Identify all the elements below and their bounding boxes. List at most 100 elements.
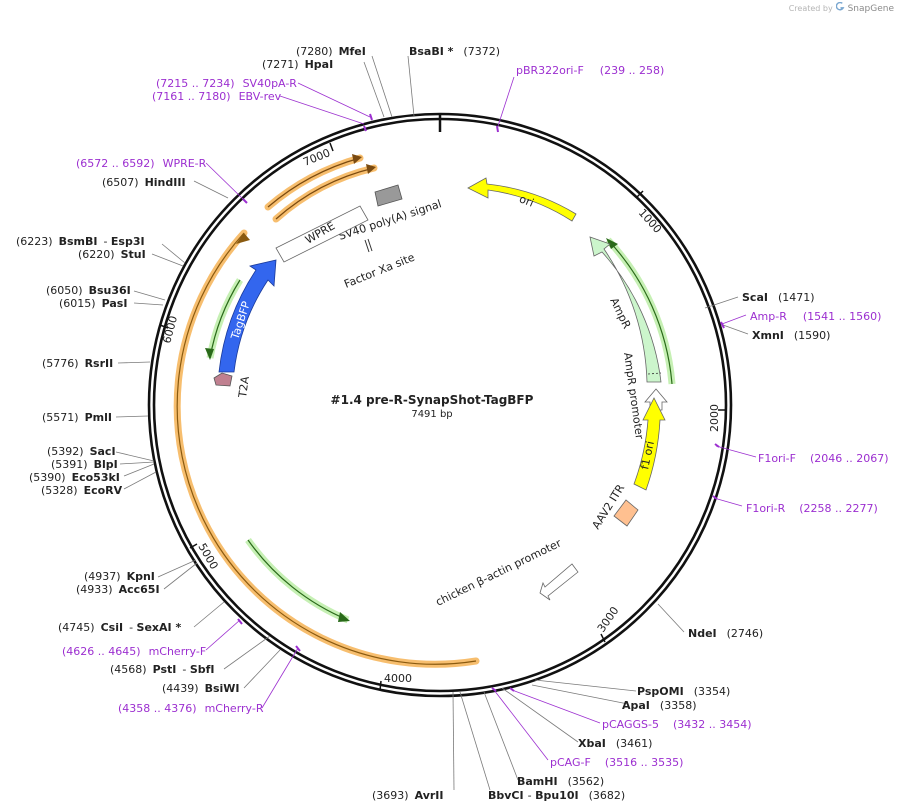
- feature-ampr-promoter: AmpR promoter: [621, 352, 668, 440]
- svg-text:(5392)SacI: (5392) SacI: [47, 445, 116, 458]
- site-name: SacI: [90, 445, 116, 458]
- site-name: Esp3I: [111, 235, 145, 248]
- primer-name: F1ori-F: [758, 452, 796, 465]
- site-pos: (5392): [47, 445, 84, 458]
- snapgene-logo: SnapGene: [835, 1, 894, 14]
- site-name: Eco53kI: [72, 471, 120, 484]
- svg-text:NdeI(2746): NdeI (2746): [688, 627, 763, 640]
- site-name: BbvCI: [488, 789, 524, 802]
- primer-pos: (3516 .. 3535): [605, 756, 684, 769]
- ori-label: ori: [517, 192, 535, 209]
- site-name: PspOMI: [637, 685, 684, 698]
- tick-label: 2000: [708, 404, 721, 432]
- site-name: Bpu10I: [535, 789, 579, 802]
- feature-tagbfp: TagBFP: [218, 259, 277, 373]
- svg-text:(4745)CsiI- SexAI *: (4745)CsiI- SexAI *: [58, 621, 181, 634]
- svg-text:XmnI(1590): XmnI (1590): [752, 329, 830, 342]
- site-name: RsrII: [85, 357, 114, 370]
- svg-text:(3693)AvrII: (3693) AvrII: [372, 789, 443, 802]
- site-name: HpaI: [305, 58, 334, 71]
- svg-text:F1ori-F(2046 .. 2067): F1ori-F (2046 .. 2067): [758, 452, 889, 465]
- svg-text:(5328)EcoRV: (5328)EcoRV: [41, 484, 123, 497]
- site-pos: (2746): [727, 627, 764, 640]
- primer-name: mCherry-F: [149, 645, 207, 658]
- svg-text:pCAGGS-5(3432 .. 3454): pCAGGS-5(3432 .. 3454): [602, 718, 752, 731]
- backbone: [147, 112, 733, 698]
- orange-feature-top: [264, 154, 378, 223]
- site-pos: (4439): [162, 682, 199, 695]
- feature-ori: ori: [467, 177, 577, 222]
- tick-label: 1000: [636, 206, 664, 236]
- primer-name: EBV-rev: [239, 90, 282, 103]
- svg-text:(4626 .. 4645)mCherry-F: (4626 .. 4645) mCherry-F: [62, 645, 206, 658]
- svg-text:(6572 .. 6592)WPRE-R: (6572 .. 6592)WPRE-R: [76, 157, 207, 170]
- svg-text:(7280)MfeI: (7280)MfeI: [296, 45, 366, 58]
- svg-text:(4933)Acc65I: (4933) Acc65I: [76, 583, 160, 596]
- feature-factor-xa: Factor Xa site: [342, 238, 417, 291]
- site-name: PasI: [102, 297, 128, 310]
- site-pos: (6223): [16, 235, 53, 248]
- site-pos: (7280): [296, 45, 333, 58]
- svg-text:(7215 .. 7234)SV40pA-R: (7215 .. 7234)SV40pA-R: [156, 77, 297, 90]
- primer-pos: (2258 .. 2277): [799, 502, 878, 515]
- site-pos: (7372): [463, 45, 500, 58]
- site-pos: (3693): [372, 789, 409, 802]
- plasmid-name: #1.4 pre-R-SynapShot-TagBFP: [331, 393, 534, 407]
- primer-name: WPRE-R: [163, 157, 207, 170]
- svg-text:pBR322ori-F(239 .. 258): pBR322ori-F (239 .. 258): [516, 64, 664, 77]
- site-pos: (5776): [42, 357, 79, 370]
- site-name: CsiI: [101, 621, 123, 634]
- snapgene-credit: Created by SnapGene: [788, 1, 894, 14]
- site-name: ScaI: [742, 291, 768, 304]
- orange-feature-outer: [173, 229, 480, 668]
- svg-text:ori: ori: [517, 192, 535, 209]
- ampr-label: AmpR: [607, 296, 633, 332]
- site-pos: (4933): [76, 583, 113, 596]
- f1-ori-label: f1 ori: [638, 440, 657, 471]
- tick-label: 4000: [384, 672, 412, 685]
- primer-name: pBR322ori-F: [516, 64, 584, 77]
- site-pos: (5571): [42, 411, 79, 424]
- feature-t2a: T2A: [213, 372, 252, 399]
- primer-leaders: [205, 76, 757, 761]
- t2a-label: T2A: [236, 375, 252, 399]
- primer-name: Amp-R: [750, 310, 787, 323]
- primer-pos: (4626 .. 4645): [62, 645, 141, 658]
- credit-prefix: Created by: [788, 3, 833, 13]
- site-pos: (1471): [778, 291, 815, 304]
- primer-pos: (239 .. 258): [600, 64, 665, 77]
- svg-text:XbaI(3461): XbaI(3461): [578, 737, 652, 750]
- svg-text:(5390)Eco53kI: (5390)Eco53kI: [29, 471, 120, 484]
- primer-pos: (2046 .. 2067): [810, 452, 889, 465]
- site-name: PstI: [153, 663, 177, 676]
- primer-pos: (1541 .. 1560): [803, 310, 882, 323]
- site-pos: (6015): [59, 297, 96, 310]
- site-pos: (1590): [794, 329, 831, 342]
- primer-name: mCherry-R: [205, 702, 264, 715]
- primer-name: pCAGGS-5: [602, 718, 659, 731]
- feature-chicken-actin-promoter: chicken β-actin promoter: [434, 536, 579, 609]
- site-name: PmlI: [85, 411, 112, 424]
- orf-green-arcs: [205, 237, 676, 624]
- primer-name: pCAG-F: [550, 756, 591, 769]
- site-name: NdeI: [688, 627, 717, 640]
- site-pos: (5328): [41, 484, 78, 497]
- svg-text:BbvCI- Bpu10I(3682): BbvCI- Bpu10I(3682): [488, 789, 625, 802]
- svg-text:(6220)StuI: (6220)StuI: [78, 248, 146, 261]
- site-name: AvrII: [415, 789, 444, 802]
- site-name: BsmBI: [59, 235, 98, 248]
- svg-text:(5571)PmlI: (5571) PmlI: [42, 411, 112, 424]
- site-name: ApaI: [622, 699, 650, 712]
- site-name: XmnI: [752, 329, 784, 342]
- site-name: SexAI *: [137, 621, 182, 634]
- feature-aav2-itr: AAV2 ITR: [590, 482, 639, 532]
- site-name: Acc65I: [119, 583, 160, 596]
- svg-text:PspOMI(3354): PspOMI(3354): [637, 685, 730, 698]
- site-name: BamHI: [517, 775, 558, 788]
- tick-label: 7000: [301, 146, 332, 169]
- site-leaders: [115, 55, 749, 791]
- svg-text:(7271)HpaI: (7271)HpaI: [262, 58, 333, 71]
- svg-text:(6050)Bsu36I: (6050)Bsu36I: [46, 284, 131, 297]
- svg-text:(6015)PasI: (6015) PasI: [59, 297, 127, 310]
- site-name: Bsu36I: [89, 284, 131, 297]
